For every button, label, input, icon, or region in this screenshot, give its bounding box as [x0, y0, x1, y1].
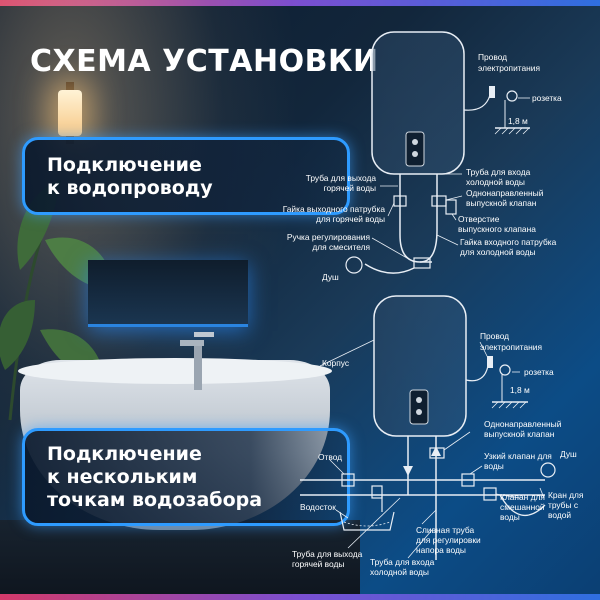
label-tap: Кран для: [548, 490, 583, 500]
diagram-water-supply: Провод электропитания розетка 1,8 м Труб…: [283, 31, 562, 282]
cold-pipe-line: [419, 174, 438, 263]
callout-line: Подключение: [47, 443, 202, 465]
shower-head-icon: [540, 462, 556, 478]
callout-line: Подключение: [47, 154, 202, 176]
hot-nut-icon: [393, 195, 407, 207]
label-cold-pipe: холодной воды: [466, 177, 525, 187]
bathtub-rim: [18, 358, 332, 384]
label-check-valve: выпускной клапан: [484, 429, 555, 439]
callout-line: к водопроводу: [47, 177, 213, 199]
top-gradient-bar: [0, 0, 600, 6]
label-drain-tap: Отвод: [318, 452, 342, 462]
label-power-wire: электропитания: [478, 63, 540, 73]
label-discharge-pipe: для регулировки: [416, 535, 481, 545]
hot-pipe-line: [399, 174, 432, 263]
label-check-valve: Однонаправленный: [466, 188, 544, 198]
label-mixed-valve: воды: [500, 512, 520, 522]
label-mixer-knob: Ручка регулирования: [287, 232, 370, 242]
heater-control-panel: [409, 389, 429, 425]
drain-tap-icon: [341, 473, 355, 487]
diagram-multi-point: Провод электропитания Корпус розетка 1,8…: [292, 295, 583, 577]
outlet-icon: [499, 364, 511, 376]
label-power-wire: Провод: [480, 331, 509, 341]
label-check-valve: выпускной клапан: [466, 198, 537, 208]
label-height: 1,8 м: [508, 116, 528, 126]
outlet-icon: [506, 90, 518, 102]
callout-water-supply: Подключение к водопроводу: [22, 137, 350, 215]
label-hot-pipe: Труба для выхода: [292, 549, 363, 559]
label-hot-nut: для горячей воды: [316, 214, 385, 224]
water-heater-tank: [373, 295, 467, 437]
label-mixed-valve: смешанной: [500, 502, 545, 512]
label-height: 1,8 м: [510, 385, 530, 395]
label-drain: Водосток: [300, 502, 336, 512]
label-check-valve: Однонаправленный: [484, 419, 562, 429]
shower-hose: [364, 263, 415, 274]
label-cold-pipe: холодной воды: [370, 567, 429, 577]
bottom-gradient-bar: [0, 594, 600, 600]
label-hot-pipe: Труба для выхода: [306, 173, 377, 183]
label-tap: трубы с: [548, 500, 578, 510]
label-hot-pipe: горячей воды: [292, 559, 344, 569]
label-mixed-valve: Клапан для: [500, 492, 545, 502]
label-shower: Душ: [560, 449, 577, 459]
callout-line: к нескольким: [47, 466, 198, 488]
check-valve-icon: [429, 447, 445, 459]
label-discharge-pipe: напора воды: [416, 545, 466, 555]
sink-basin-icon: [339, 511, 395, 531]
relief-hole-icon: [445, 199, 457, 215]
label-cold-pipe: Труба для входа: [466, 167, 531, 177]
label-body: Корпус: [322, 358, 349, 368]
label-cold-nut: Гайка входного патрубка: [460, 237, 557, 247]
callout-multi-point: Подключение к нескольким точкам водозабо…: [22, 428, 350, 526]
label-relief-hole: Отверстие: [458, 214, 500, 224]
heater-control-panel: [405, 131, 425, 167]
label-hot-pipe: горячей воды: [324, 183, 376, 193]
label-mixer-knob: для смесителя: [312, 242, 370, 252]
label-hot-nut: Гайка выходного патрубка: [283, 204, 386, 214]
wall-niche-shelf: [88, 260, 248, 327]
faucet-icon: [180, 332, 214, 390]
label-outlet: розетка: [524, 367, 554, 377]
hot-flow-arrow-icon: [403, 466, 413, 476]
wall-lamp: [58, 90, 82, 136]
label-discharge-pipe: Сливная труба: [416, 525, 474, 535]
label-narrow-valve: Узкий клапан для: [484, 451, 552, 461]
callout-line: точкам водозабора: [47, 489, 263, 511]
label-outlet: розетка: [532, 93, 562, 103]
mixed-valve-icon: [483, 487, 497, 501]
mixed-valve-icon: [371, 485, 383, 499]
cold-flow-arrow-icon: [431, 446, 441, 456]
check-valve-icon: [431, 195, 447, 207]
mixer-knob-icon: [413, 257, 431, 269]
plug-icon: [489, 86, 495, 98]
narrow-valve-icon: [461, 473, 475, 487]
shower-hose: [499, 494, 546, 517]
label-cold-nut: для холодной воды: [460, 247, 536, 257]
plug-icon: [487, 356, 493, 368]
page-title: СХЕМА УСТАНОВКИ: [30, 44, 379, 79]
label-narrow-valve: воды: [484, 461, 504, 471]
floor: [0, 520, 360, 600]
label-cold-pipe: Труба для входа: [370, 557, 435, 567]
label-power-wire: электропитания: [480, 342, 542, 352]
shower-head-icon: [345, 256, 363, 274]
label-tap: водой: [548, 510, 571, 520]
label-relief-hole: выпускного клапана: [458, 224, 536, 234]
water-heater-tank: [371, 31, 465, 175]
label-shower: Душ: [322, 272, 339, 282]
label-power-wire: Провод: [478, 52, 507, 62]
